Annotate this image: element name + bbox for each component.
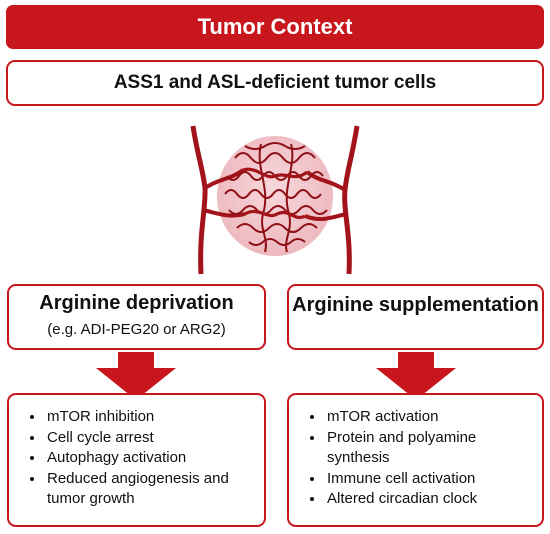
supplementation-effects-list: mTOR activation Protein and polyamine sy…: [289, 395, 542, 510]
deprivation-effects-box: mTOR inhibition Cell cycle arrest Autoph…: [7, 393, 266, 527]
title-banner: Tumor Context: [6, 5, 544, 49]
list-item: mTOR inhibition: [45, 407, 256, 428]
list-item: Reduced angiogenesis and tumor growth: [45, 469, 256, 510]
supplementation-effects-box: mTOR activation Protein and polyamine sy…: [287, 393, 544, 527]
arginine-deprivation-box: Arginine deprivation (e.g. ADI-PEG20 or …: [7, 284, 266, 350]
arginine-supplementation-box: Arginine supplementation: [287, 284, 544, 350]
list-item: Autophagy activation: [45, 448, 256, 469]
subtitle-box: ASS1 and ASL-deficient tumor cells: [6, 60, 544, 106]
list-item: Cell cycle arrest: [45, 428, 256, 449]
deprivation-effects-list: mTOR inhibition Cell cycle arrest Autoph…: [9, 395, 264, 510]
list-item: Altered circadian clock: [325, 489, 534, 510]
list-item: Protein and polyamine synthesis: [325, 428, 534, 469]
right-blood-vessel: [342, 125, 360, 275]
list-item: Immune cell activation: [325, 469, 534, 490]
list-item: mTOR activation: [325, 407, 534, 428]
supplementation-heading: Arginine supplementation: [292, 294, 539, 316]
down-arrow-icon: [96, 352, 176, 400]
deprivation-subheading: (e.g. ADI-PEG20 or ARG2): [47, 321, 226, 338]
subtitle-text: ASS1 and ASL-deficient tumor cells: [113, 72, 437, 93]
tumor-illustration: [190, 125, 360, 275]
left-blood-vessel: [190, 125, 208, 275]
deprivation-heading: Arginine deprivation: [39, 292, 234, 314]
down-arrow-icon: [376, 352, 456, 400]
title-text: Tumor Context: [197, 14, 353, 39]
